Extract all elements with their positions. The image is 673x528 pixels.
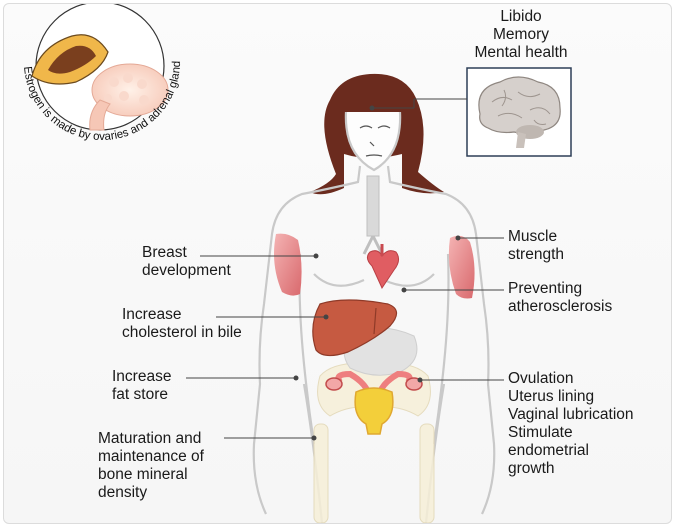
gland-inset: Estrogen is made by ovaries and adrenal … <box>4 4 183 143</box>
diagram-frame: Estrogen is made by ovaries and adrenal … <box>3 3 672 524</box>
fat-label: Increase fat store <box>112 368 172 403</box>
heart <box>366 250 400 290</box>
brain-effects-label: Libido Memory Mental health <box>474 8 568 61</box>
right-muscle <box>448 235 475 299</box>
bone-label: Maturation and maintenance of bone miner… <box>98 430 204 501</box>
left-muscle <box>274 233 302 296</box>
uterus <box>325 370 423 435</box>
breast-label: Breast development <box>142 244 231 279</box>
atherosclerosis-label: Preventing atherosclerosis <box>508 280 613 315</box>
cholesterol-label: Increase cholesterol in bile <box>122 306 242 341</box>
reproductive-label: Ovulation Uterus lining Vaginal lubricat… <box>508 370 634 477</box>
brain-inset <box>466 67 572 157</box>
muscle-label: Muscle strength <box>508 228 565 263</box>
body-illustration: Estrogen is made by ovaries and adrenal … <box>4 4 572 523</box>
